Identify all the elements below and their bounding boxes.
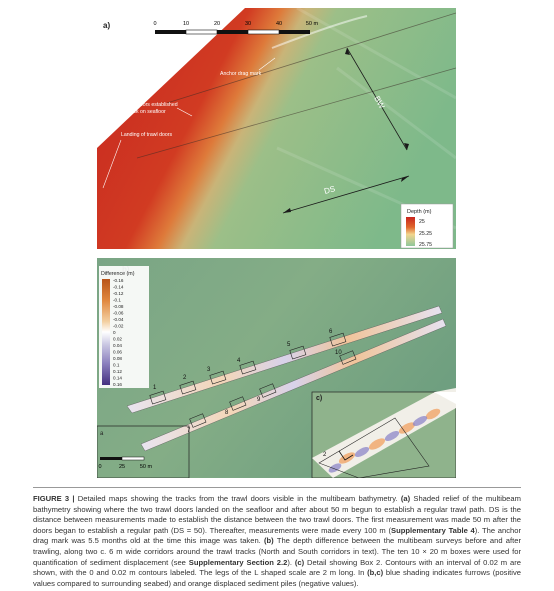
difference-legend-label: -0.12 — [113, 291, 124, 296]
svg-text:2: 2 — [183, 375, 187, 381]
difference-colorbar — [102, 279, 110, 385]
difference-legend-label: 0.1 — [113, 363, 120, 368]
ds-label: DS — [323, 184, 336, 196]
difference-legend-label: -0.02 — [113, 324, 124, 329]
caption-label-c: (c) — [294, 557, 305, 567]
nodata-area — [97, 8, 245, 148]
caption-ref-table[interactable]: Supplementary Table 4 — [391, 525, 475, 535]
quantification-boxes — [149, 332, 357, 428]
difference-legend-label: 0.14 — [113, 376, 122, 381]
l-scale — [338, 450, 354, 461]
anchor-pointer — [258, 57, 276, 71]
svg-text:1: 1 — [153, 385, 157, 391]
svg-text:25: 25 — [119, 464, 125, 470]
svg-text:3: 3 — [207, 367, 211, 373]
caption-part-b-end: ). — [287, 557, 293, 567]
difference-legend-title: Difference (m) — [101, 271, 135, 277]
caption-rule — [33, 487, 521, 488]
landing-annotation: Landing of trawl doors — [121, 132, 172, 138]
svg-text:40: 40 — [276, 21, 282, 27]
difference-legend-label: -0.14 — [113, 285, 124, 290]
svg-text:4: 4 — [237, 358, 241, 364]
caption-part-a-end: ). The anchor drag mark was 5.5 months o… — [33, 525, 521, 546]
difference-legend-label: -0.06 — [113, 311, 124, 316]
caption-ref-section[interactable]: Supplementary Section 2.2 — [188, 557, 288, 567]
inset-c: c) 2 — [311, 388, 456, 478]
caption-label-bc: (b,c) — [367, 568, 384, 578]
panel-b-map: 1 2 3 4 5 6 7 8 9 10 b) Difference (m) -… — [97, 258, 456, 478]
svg-text:0: 0 — [153, 21, 156, 27]
difference-legend-label: 0.08 — [113, 356, 122, 361]
difference-legend-label: 0.04 — [113, 343, 122, 348]
difference-legend: Difference (m) -0.16 -0.14-0.12 -0.1-0.08 -… — [99, 266, 149, 388]
svg-text:25: 25 — [419, 219, 425, 225]
landing-pointer — [102, 139, 122, 189]
svg-text:50 m: 50 m — [306, 21, 319, 27]
svg-text:10: 10 — [335, 350, 342, 356]
inset-a-extent — [97, 425, 190, 478]
trawl-annotation-2: a track on seafloor — [123, 109, 166, 115]
caption-part-c: Detail showing Box 2. Contours with an i… — [33, 557, 521, 578]
depth-legend: Depth (m) 25 25.25 25.75 — [400, 203, 454, 249]
scale-bar-b: 0 25 50 m — [98, 456, 153, 470]
caption-label-b: (b) — [264, 536, 274, 546]
scale-bar-a: 0 10 20 30 40 50 m — [153, 21, 319, 35]
difference-legend-label: 0.06 — [113, 350, 122, 355]
svg-text:0: 0 — [98, 464, 101, 470]
south-corridor — [140, 318, 447, 452]
difference-legend-label: 0.02 — [113, 337, 122, 342]
svg-text:20: 20 — [214, 21, 220, 27]
svg-text:10: 10 — [183, 21, 189, 27]
difference-legend-label: -0.16 — [113, 278, 124, 283]
difference-legend-label: 0 — [113, 330, 116, 335]
box-2-outline — [318, 417, 430, 478]
svg-text:50 m: 50 m — [140, 464, 153, 470]
difference-legend-label: -0.08 — [113, 304, 124, 309]
difference-legend-label: 0.16 — [113, 382, 122, 387]
panel-a-label: a) — [103, 21, 110, 30]
panel-a-bathymetry: 0 10 20 30 40 50 m a) Anchor drag mark T… — [97, 8, 456, 249]
bw-arrow — [346, 47, 408, 151]
trawl-pointer — [176, 107, 193, 117]
caption-part-a: Shaded relief of the multibeam bathymetr… — [33, 494, 521, 535]
svg-text:5: 5 — [287, 342, 291, 348]
anchor-mark-line — [271, 15, 368, 49]
trawl-annotation-1: Trawl doors established — [123, 102, 178, 108]
inset-c-box-number: 2 — [323, 452, 327, 458]
anchor-annotation: Anchor drag mark — [220, 71, 262, 77]
svg-text:25.25: 25.25 — [419, 231, 432, 237]
svg-text:25.75: 25.75 — [419, 242, 432, 248]
north-corridor — [126, 305, 443, 414]
difference-legend-label: 0.12 — [113, 369, 122, 374]
panel-a-map: 0 10 20 30 40 50 m a) Anchor drag mark T… — [97, 8, 456, 249]
panel-b-difference: 1 2 3 4 5 6 7 8 9 10 b) Difference (m) -… — [97, 258, 456, 478]
difference-legend-label: -0.1 — [113, 298, 121, 303]
inset-a-label: a — [100, 431, 104, 437]
depth-colorbar — [406, 217, 415, 246]
inset-c-label: c) — [316, 395, 322, 402]
svg-text:30: 30 — [245, 21, 251, 27]
depth-legend-title: Depth (m) — [407, 209, 432, 215]
svg-text:9: 9 — [257, 397, 261, 403]
difference-legend-label: -0.04 — [113, 317, 124, 322]
svg-text:6: 6 — [329, 329, 333, 335]
caption-part-b: The depth difference between the multibe… — [33, 536, 521, 567]
figure-number: FIGURE 3 | — [33, 494, 75, 503]
caption-label-a: (a) — [400, 494, 411, 503]
svg-text:8: 8 — [225, 410, 229, 416]
figure-caption: FIGURE 3 | Detailed maps showing the tra… — [33, 494, 521, 589]
caption-part-bc: blue shading indicates furrows (positive… — [33, 568, 521, 588]
caption-intro: Detailed maps showing the tracks from th… — [77, 494, 398, 503]
trawl-tracks — [136, 12, 456, 159]
ds-arrow — [282, 175, 410, 214]
